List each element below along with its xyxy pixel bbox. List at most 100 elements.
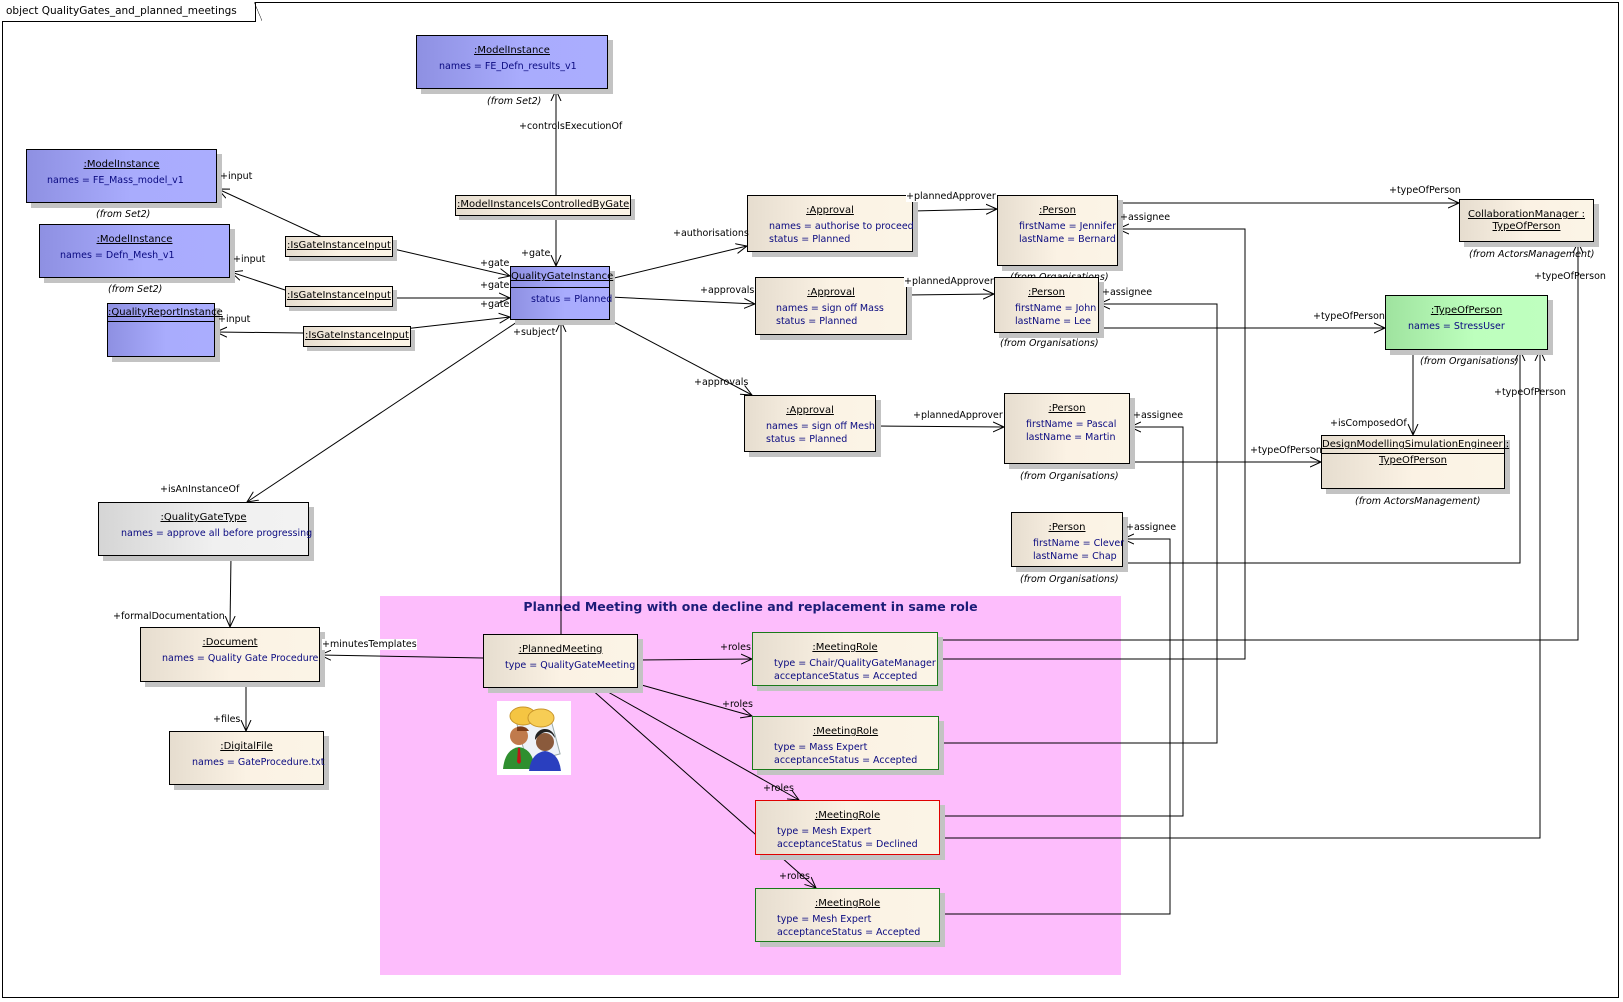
- object-title: :Person: [1028, 287, 1065, 298]
- link-roles3: [600, 687, 799, 800]
- object-title: :ModelInstance: [83, 159, 160, 170]
- object-title: QualityGateInstance: [511, 267, 613, 288]
- link-object-controlled-by-gate[interactable]: :ModelInstanceIsControlledByGate: [455, 195, 632, 216]
- link-mr4-clever: [940, 539, 1171, 915]
- object-attribute: status = Planned: [769, 234, 851, 245]
- object-attributes: firstName = Clever lastName = Chap: [1012, 537, 1124, 563]
- object-title-line1: CollaborationManager :: [1467, 209, 1586, 220]
- object-attribute: lastName = Lee: [1015, 316, 1091, 327]
- role-label: +input: [218, 314, 251, 325]
- object-attributes: type = Mass Expert acceptanceStatus = Ac…: [753, 741, 938, 767]
- link-input3-gate: [403, 317, 510, 330]
- type-of-person-stress-user[interactable]: :TypeOfPerson names = StressUser: [1385, 295, 1548, 350]
- object-attribute: names = FE_Defn_results_v1: [439, 61, 577, 72]
- digital-file[interactable]: :DigitalFile names = GateProcedure.txt: [169, 731, 324, 785]
- model-instance-mass[interactable]: :ModelInstance names = FE_Mass_model_v1: [26, 149, 217, 203]
- object-attributes: type = Chair/QualityGateManager acceptan…: [753, 657, 937, 683]
- package-note: (from ActorsManagement): [1355, 496, 1481, 507]
- object-attributes: type = Mesh Expert acceptanceStatus = De…: [756, 825, 939, 851]
- role-label: +files: [213, 714, 241, 725]
- quality-gate-instance[interactable]: QualityGateInstance status = Planned: [510, 266, 613, 320]
- object-attribute: firstName = John: [1015, 303, 1097, 314]
- link-mr1-jennifer: [938, 229, 1246, 660]
- link-object-gate-input[interactable]: :IsGateInstanceInput: [285, 236, 393, 257]
- object-attribute: acceptanceStatus = Accepted: [774, 755, 918, 766]
- quality-report-instance[interactable]: :QualityReportInstance: [107, 303, 223, 357]
- approval-authorise[interactable]: :Approval names = authorise to proceed s…: [747, 195, 914, 252]
- role-label: +isAnInstanceOf: [160, 484, 240, 495]
- link-mr1-collab: [938, 242, 1578, 641]
- link-object-gate-input[interactable]: :IsGateInstanceInput: [285, 286, 393, 307]
- object-attribute: type = Mesh Expert: [777, 826, 872, 837]
- role-label: +gate: [480, 258, 510, 269]
- object-attributes: names = sign off Mesh status = Planned: [745, 420, 875, 446]
- meeting-role-mesh-expert-declined[interactable]: :MeetingRole type = Mesh Expert acceptan…: [755, 800, 940, 855]
- object-title: :Person: [1048, 403, 1086, 414]
- object-attribute: lastName = Martin: [1026, 432, 1116, 443]
- model-instance-results[interactable]: :ModelInstance names = FE_Defn_results_v…: [416, 35, 608, 89]
- role-label: +formalDocumentation: [113, 611, 225, 622]
- object-attributes: names = sign off Mass status = Planned: [756, 302, 906, 328]
- object-attribute: names = Quality Gate Procedure: [162, 653, 319, 664]
- role-label: +plannedApprover: [913, 410, 1003, 421]
- object-title: :TypeOfPerson: [1430, 305, 1503, 316]
- meeting-role-mesh-expert-accepted[interactable]: :MeetingRole type = Mesh Expert acceptan…: [755, 888, 940, 942]
- object-attribute: acceptanceStatus = Accepted: [774, 671, 918, 682]
- meeting-region-title: Planned Meeting with one decline and rep…: [523, 599, 978, 614]
- object-attribute: firstName = Pascal: [1026, 419, 1117, 430]
- role-label: +typeOfPerson: [1534, 271, 1606, 282]
- person-clever[interactable]: :Person firstName = Clever lastName = Ch…: [1011, 512, 1124, 567]
- role-label: +typeOfPerson: [1250, 445, 1322, 456]
- model-instance-mesh[interactable]: :ModelInstance names = Defn_Mesh_v1: [39, 224, 230, 278]
- link-input1-gate: [384, 246, 510, 276]
- package-note: (from Set2): [108, 284, 163, 295]
- meeting-role-chair[interactable]: :MeetingRole type = Chair/QualityGateMan…: [752, 632, 938, 686]
- link-roles1: [637, 659, 752, 660]
- package-note: (from Set2): [487, 96, 542, 107]
- object-title: :ModelInstance: [474, 45, 550, 56]
- person-jennifer[interactable]: :Person firstName = Jennifer lastName = …: [997, 195, 1118, 266]
- meeting-role-mass-expert[interactable]: :MeetingRole type = Mass Expert acceptan…: [752, 716, 939, 770]
- link-input1-mi: [218, 189, 323, 238]
- link-mr2-john: [939, 304, 1218, 744]
- approval-sign-off-mass[interactable]: :Approval names = sign off Mass status =…: [755, 277, 907, 335]
- role-label: +assignee: [1126, 522, 1177, 533]
- quality-gate-type[interactable]: :QualityGateType names = approve all bef…: [98, 502, 312, 556]
- role-label: +typeOfPerson: [1494, 387, 1566, 398]
- link-roles2: [637, 683, 752, 716]
- design-modelling-simulation-engineer-type[interactable]: DesignModellingSimulationEngineer : Type…: [1321, 435, 1509, 489]
- role-label: +assignee: [1102, 287, 1153, 298]
- role-label: +gate: [521, 248, 551, 259]
- approval-sign-off-mesh[interactable]: :Approval names = sign off Mesh status =…: [744, 395, 876, 452]
- document[interactable]: :Document names = Quality Gate Procedure: [140, 627, 320, 682]
- object-attributes: firstName = John lastName = Lee: [995, 302, 1098, 328]
- role-label: +assignee: [1133, 410, 1184, 421]
- person-pascal[interactable]: :Person firstName = Pascal lastName = Ma…: [1004, 393, 1130, 464]
- collaboration-manager-type[interactable]: CollaborationManager : TypeOfPerson: [1459, 199, 1594, 242]
- object-attribute: names = FE_Mass_model_v1: [47, 175, 184, 186]
- role-label: +approvals: [694, 377, 749, 388]
- role-label: +roles: [722, 699, 753, 710]
- object-attribute: status = Planned: [531, 294, 613, 305]
- planned-meeting[interactable]: :PlannedMeeting type = QualityGateMeetin…: [483, 634, 638, 688]
- object-attribute: type = Mesh Expert: [777, 914, 872, 925]
- object-title-line1: DesignModellingSimulationEngineer :: [1322, 436, 1509, 454]
- role-label: +isComposedOf: [1330, 418, 1407, 429]
- role-label: +authorisations: [673, 228, 749, 239]
- role-label: +minutesTemplates: [322, 639, 417, 650]
- object-attribute: acceptanceStatus = Accepted: [777, 927, 921, 938]
- role-label: +roles: [763, 783, 794, 794]
- object-attribute: names = Defn_Mesh_v1: [60, 250, 175, 261]
- link-object-gate-input[interactable]: :IsGateInstanceInput: [303, 326, 411, 347]
- link-mr3-pascal: [940, 427, 1184, 817]
- person-john[interactable]: :Person firstName = John lastName = Lee: [994, 277, 1099, 333]
- link-minutes-templates: [320, 655, 484, 658]
- object-title-line2: TypeOfPerson: [1379, 455, 1447, 466]
- role-label: +plannedApprover: [906, 191, 996, 202]
- link-mr3-top: [940, 350, 1540, 839]
- object-title: :QualityGateType: [160, 512, 247, 523]
- link-input3-qri: [216, 332, 304, 333]
- object-attribute: type = Chair/QualityGateManager: [774, 658, 936, 669]
- role-label: +input: [233, 254, 266, 265]
